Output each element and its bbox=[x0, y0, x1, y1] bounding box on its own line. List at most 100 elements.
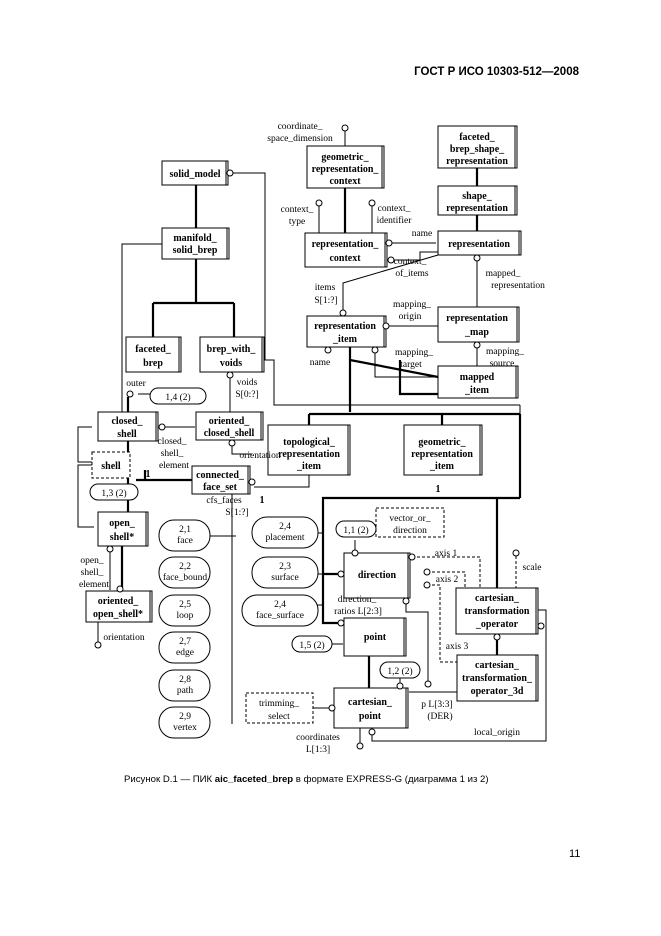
lbl-cse-1: shell_ bbox=[161, 449, 184, 459]
svg-text:context: context bbox=[329, 176, 361, 187]
lbl-fbsr-2: representation bbox=[446, 156, 508, 167]
cp-box bbox=[333, 687, 409, 729]
svg-text:manifold_: manifold_ bbox=[173, 233, 217, 244]
mi-box bbox=[437, 365, 519, 399]
svg-text:2,5: 2,5 bbox=[179, 600, 191, 610]
caption-suffix: в формате EXPRESS-G (диаграмма 1 из 2) bbox=[293, 774, 489, 785]
attr-mapping-target bbox=[374, 350, 438, 378]
svg-text:representation: representation bbox=[446, 156, 508, 167]
svg-text:operator_3d: operator_3d bbox=[471, 686, 524, 697]
svg-text:direction: direction bbox=[358, 570, 397, 581]
lbl-fbsr-0: faceted_ bbox=[459, 132, 496, 143]
svg-text:_item: _item bbox=[429, 461, 455, 472]
svg-text:1: 1 bbox=[436, 484, 441, 495]
svg-text:cfs_faces: cfs_faces bbox=[206, 495, 242, 506]
lbl-trim-0: trimming_ bbox=[259, 699, 299, 709]
svg-text:mapping_: mapping_ bbox=[393, 300, 431, 310]
lbl-rm-0: representation bbox=[446, 313, 508, 324]
svg-text:2,4: 2,4 bbox=[274, 600, 286, 610]
svg-text:_item: _item bbox=[464, 385, 490, 396]
lbl-grc-2: context bbox=[329, 176, 361, 187]
svg-text:voids: voids bbox=[220, 358, 242, 369]
page-ref-labels: 1,4 (2) 1,3 (2) 1,1 (2) 1,5 (2) 1,2 (2) … bbox=[101, 392, 412, 733]
svg-text:placement: placement bbox=[265, 533, 304, 543]
svg-text:2,9: 2,9 bbox=[179, 712, 191, 722]
svg-text:orientation: orientation bbox=[103, 633, 144, 643]
svg-text:open_: open_ bbox=[80, 556, 103, 566]
ref-vertex bbox=[158, 706, 211, 739]
lbl-bwv-0: brep_with_ bbox=[207, 344, 257, 355]
lbl-ose-1: shell_ bbox=[81, 568, 104, 578]
lbl-grc-0: geometric_ bbox=[321, 152, 369, 163]
select-shell2 bbox=[77, 464, 94, 528]
lbl-axis3: axis 3 bbox=[446, 642, 469, 652]
svg-text:2,7: 2,7 bbox=[179, 637, 191, 647]
select-shell bbox=[77, 426, 92, 463]
lbl-cto3d-2: operator_3d bbox=[471, 686, 524, 697]
lbl-vod-1: direction bbox=[393, 526, 427, 536]
lbl-dr-0: direction_ bbox=[338, 595, 377, 605]
attr-axis1 bbox=[412, 556, 481, 589]
svg-text:1,4 (2): 1,4 (2) bbox=[165, 392, 190, 403]
svg-text:brep_shape_: brep_shape_ bbox=[450, 144, 505, 155]
svg-text:name: name bbox=[412, 229, 433, 239]
cardinality-numbers: 1 1 1 bbox=[146, 469, 441, 506]
lbl-cp-1: point bbox=[359, 711, 382, 722]
svg-text:space_dimension: space_dimension bbox=[267, 134, 333, 144]
svg-text:vector_or_: vector_or_ bbox=[389, 514, 430, 524]
svg-text:shell: shell bbox=[101, 461, 121, 472]
lbl-cfs-0: connected_ bbox=[196, 470, 245, 481]
ref-loop bbox=[158, 594, 211, 627]
lbl-tri-0: topological_ bbox=[283, 437, 336, 448]
lbl-fb-1: brep bbox=[143, 358, 163, 369]
lbl-gri-1: representation bbox=[411, 449, 473, 460]
entity-labels: solid_model geometric_ representation_ c… bbox=[93, 132, 533, 722]
svg-text:edge: edge bbox=[176, 648, 194, 658]
svg-text:axis 3: axis 3 bbox=[446, 642, 469, 652]
rel-solid-model-grc bbox=[232, 172, 520, 406]
pt-box bbox=[343, 617, 407, 657]
lbl-rep-name: name bbox=[412, 229, 433, 239]
lbl-rc-1: context bbox=[329, 253, 361, 264]
lbl-solid-model: solid_model bbox=[169, 169, 220, 180]
svg-text:brep_with_: brep_with_ bbox=[207, 344, 257, 355]
lbl-pl-0: 2,4 bbox=[279, 522, 291, 532]
caption-prefix: Рисунок D.1 — ПИК bbox=[124, 774, 215, 785]
svg-text:items: items bbox=[315, 283, 336, 293]
select-labels: vector_or_ direction trimming_ select bbox=[259, 514, 431, 722]
cto3d-box bbox=[456, 654, 539, 702]
num-one-b: 1 bbox=[260, 495, 265, 506]
svg-text:1: 1 bbox=[260, 495, 265, 506]
svg-text:origin: origin bbox=[399, 312, 422, 322]
lbl-fs-1: face_surface bbox=[256, 610, 304, 621]
lbl-msb-0: manifold_ bbox=[173, 233, 217, 244]
attr-circles bbox=[94, 124, 545, 750]
svg-text:cartesian_: cartesian_ bbox=[348, 697, 393, 708]
svg-text:oriented_: oriented_ bbox=[98, 596, 140, 607]
svg-text:transformation: transformation bbox=[465, 606, 530, 617]
svg-text:geometric_: geometric_ bbox=[321, 152, 369, 163]
svg-text:representation: representation bbox=[446, 203, 508, 214]
lbl-mt-0: mapping_ bbox=[395, 348, 433, 358]
ref-face bbox=[158, 519, 211, 552]
svg-text:S[1:?]: S[1:?] bbox=[225, 508, 248, 518]
lbl-r15: 1,5 (2) bbox=[299, 640, 324, 651]
svg-text:outer: outer bbox=[126, 379, 146, 389]
svg-text:vertex: vertex bbox=[173, 723, 197, 733]
ri-box bbox=[306, 315, 387, 348]
svg-text:solid_brep: solid_brep bbox=[173, 245, 218, 256]
cs-box bbox=[97, 411, 159, 442]
lbl-su-0: 2,3 bbox=[279, 562, 291, 572]
svg-text:topological_: topological_ bbox=[283, 437, 336, 448]
lbl-voids-1: S[0:?] bbox=[235, 390, 258, 400]
lbl-cfsf-0: cfs_faces bbox=[206, 495, 242, 506]
lbl-item-name: name bbox=[310, 358, 331, 368]
svg-text:voids: voids bbox=[237, 378, 258, 388]
fb-box bbox=[125, 336, 182, 373]
shell-select-box bbox=[91, 451, 131, 479]
svg-text:context_: context_ bbox=[378, 204, 411, 214]
attr-axis3 bbox=[427, 584, 457, 663]
svg-text:_item: _item bbox=[296, 461, 322, 472]
lbl-os-1: shell* bbox=[110, 532, 134, 543]
svg-text:1,5 (2): 1,5 (2) bbox=[299, 640, 324, 651]
